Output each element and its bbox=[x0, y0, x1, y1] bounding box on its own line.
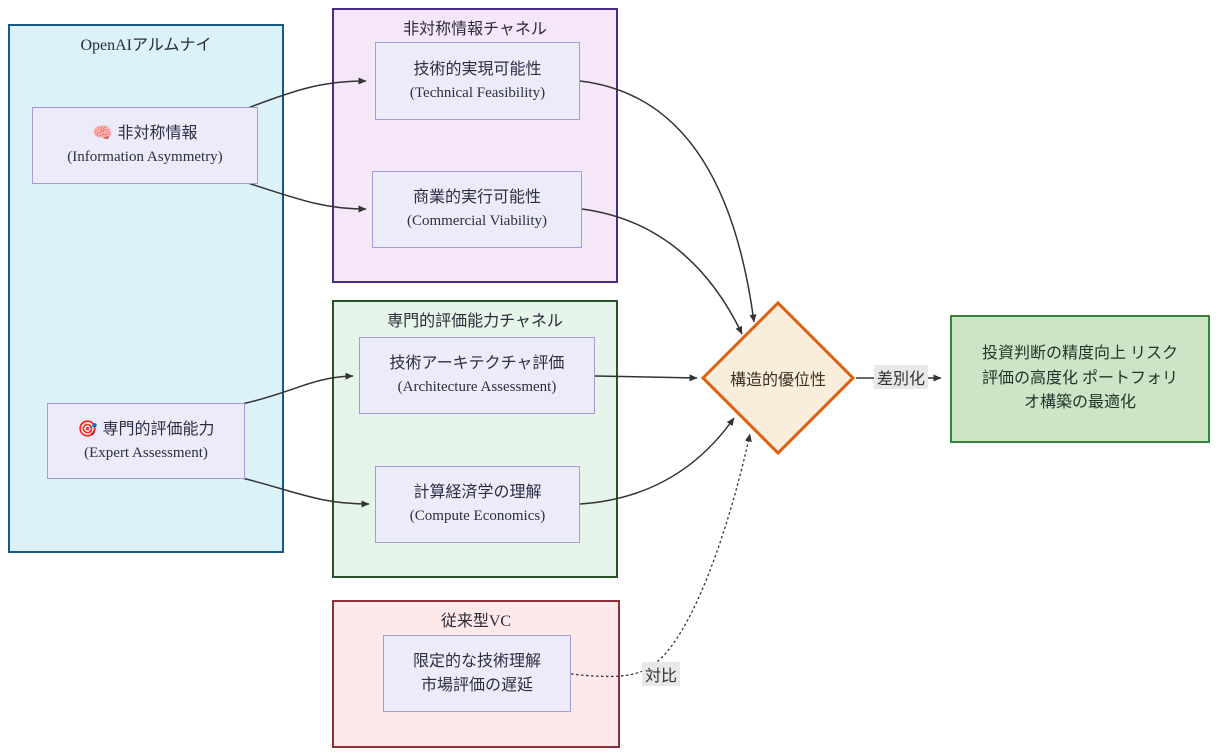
cluster-traditional-vc-title: 従来型VC bbox=[440, 613, 512, 630]
node-outcome-line2: リスク評価の高度化 bbox=[981, 344, 1179, 387]
edge-compute-to-advantage bbox=[579, 417, 735, 505]
edge-label-differentiation: 差別化 bbox=[873, 365, 929, 389]
node-compute-economics-jp: 計算経済学の理解 bbox=[413, 484, 542, 502]
node-information-asymmetry-jp: 🧠非対称情報 bbox=[93, 122, 198, 146]
edge-vc-contrast-to-advantage bbox=[570, 433, 752, 678]
node-limited-understanding: 限定的な技術理解 市場評価の遅延 bbox=[383, 635, 571, 712]
node-outcome-line3: ポートフォリオ構築の最適化 bbox=[1023, 369, 1179, 412]
node-expert-assessment-en: (Expert Assessment) bbox=[84, 444, 208, 461]
node-information-asymmetry-en: (Information Asymmetry) bbox=[67, 149, 223, 166]
cluster-openai-alumni-title: OpenAIアルムナイ bbox=[80, 37, 212, 54]
node-architecture-assessment-en: (Architecture Assessment) bbox=[397, 379, 557, 396]
edge-commercial-to-advantage bbox=[581, 208, 743, 335]
node-architecture-assessment-jp: 技術アーキテクチャ評価 bbox=[389, 355, 565, 373]
node-commercial-viability-jp: 商業的実行可能性 bbox=[412, 189, 541, 207]
edge-technical-to-advantage bbox=[579, 80, 757, 323]
cluster-expert-channel-title: 専門的評価能力チャネル bbox=[387, 313, 563, 330]
node-technical-feasibility: 技術的実現可能性 (Technical Feasibility) bbox=[375, 42, 580, 120]
cluster-info-channel-title: 非対称情報チャネル bbox=[403, 21, 547, 38]
edge-label-contrast: 対比 bbox=[641, 662, 681, 686]
node-expert-assessment-jp: 🎯専門的評価能力 bbox=[78, 418, 215, 442]
node-information-asymmetry-label: 非対称情報 bbox=[117, 125, 198, 143]
node-commercial-viability-en: (Commercial Viability) bbox=[406, 213, 548, 230]
node-architecture-assessment: 技術アーキテクチャ評価 (Architecture Assessment) bbox=[359, 337, 595, 414]
node-technical-feasibility-jp: 技術的実現可能性 bbox=[413, 60, 542, 78]
node-compute-economics-en: (Compute Economics) bbox=[409, 508, 546, 525]
node-outcome: 投資判断の精度向上 リスク評価の高度化 ポートフォリオ構築の最適化 bbox=[950, 315, 1210, 443]
node-expert-assessment-label: 専門的評価能力 bbox=[102, 420, 215, 438]
node-compute-economics: 計算経済学の理解 (Compute Economics) bbox=[375, 466, 580, 543]
edge-architecture-to-advantage bbox=[594, 374, 698, 382]
edge-expert-to-architecture bbox=[241, 372, 354, 405]
diamond-structural-advantage-label: 構造的優位性 bbox=[729, 372, 827, 389]
node-expert-assessment: 🎯専門的評価能力 (Expert Assessment) bbox=[47, 403, 245, 479]
node-outcome-line1: 投資判断の精度向上 bbox=[981, 344, 1126, 362]
edge-asymmetry-to-technical bbox=[247, 77, 367, 109]
node-outcome-text: 投資判断の精度向上 リスク評価の高度化 ポートフォリオ構築の最適化 bbox=[977, 342, 1183, 416]
diamond-structural-advantage bbox=[700, 300, 856, 456]
node-information-asymmetry: 🧠非対称情報 (Information Asymmetry) bbox=[32, 107, 258, 184]
node-commercial-viability: 商業的実行可能性 (Commercial Viability) bbox=[372, 171, 582, 248]
edge-asymmetry-to-commercial bbox=[247, 182, 367, 213]
node-limited-understanding-line1: 限定的な技術理解 bbox=[412, 652, 541, 670]
brain-icon: 🧠 bbox=[92, 125, 113, 143]
node-limited-understanding-line2: 市場評価の遅延 bbox=[420, 676, 533, 694]
node-technical-feasibility-en: (Technical Feasibility) bbox=[409, 84, 546, 101]
edge-expert-to-compute bbox=[241, 477, 370, 508]
target-icon: 🎯 bbox=[77, 420, 98, 438]
